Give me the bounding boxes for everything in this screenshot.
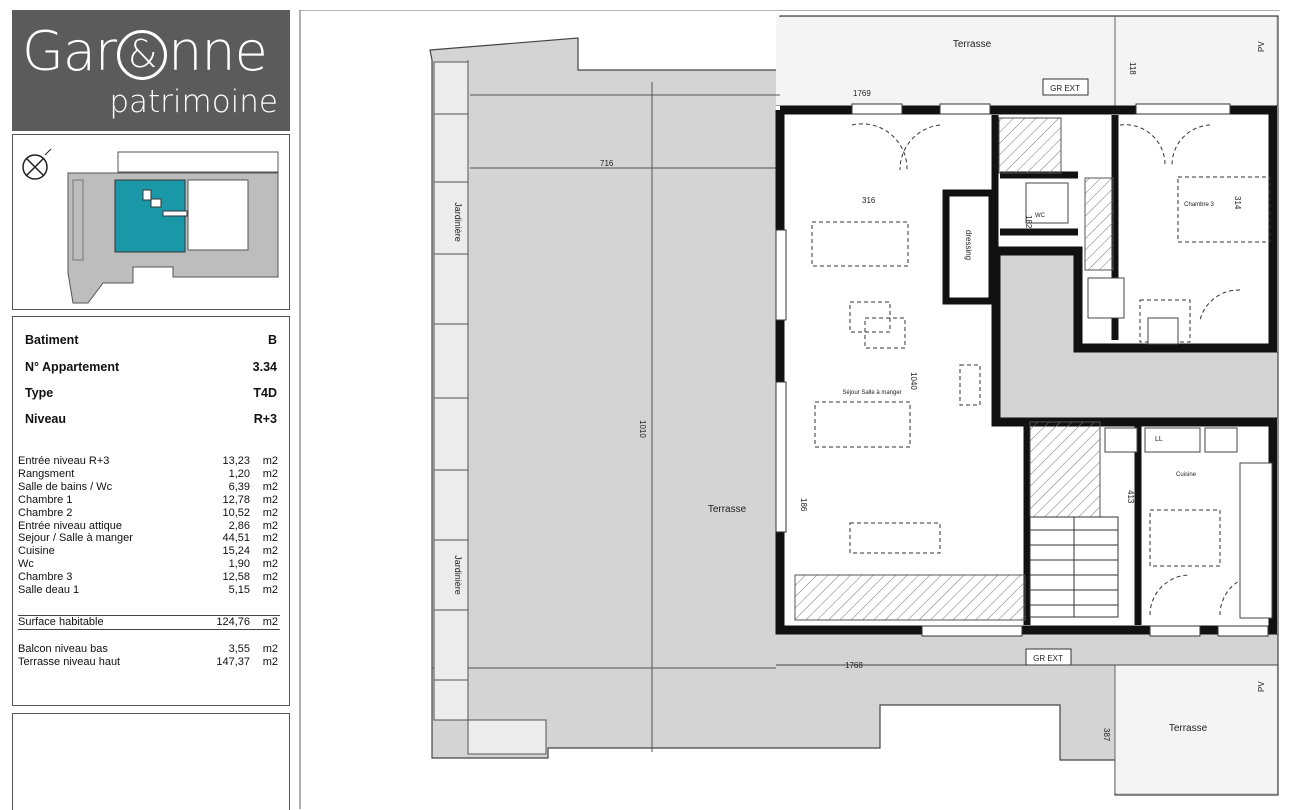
surface-value: 44,51 (222, 532, 250, 545)
surface-value: 15,24 (222, 545, 250, 558)
surface-value: 13,23 (222, 455, 250, 467)
surface-value: 1,20 (228, 467, 250, 480)
surface-value: 2,86 (228, 519, 250, 532)
surface-label: Chambre 2 (18, 506, 73, 519)
terrace-top-label: Terrasse (953, 39, 992, 50)
bottom-panel (12, 713, 290, 810)
surface-label: Rangsment (18, 467, 75, 480)
surface-label: Cuisine (18, 545, 55, 558)
logo-subtitle: patrimoine (109, 84, 278, 120)
logo-brand-left: Gar (22, 20, 117, 83)
pv-top-label: PV (1257, 41, 1266, 52)
gr-ext-top: GR EXT (1042, 78, 1089, 96)
surface-label: Sejour / Salle à manger (18, 532, 133, 545)
dimension-1768: 1768 (845, 661, 863, 670)
surface-unit: m2 (262, 571, 278, 584)
dimension-1769: 1769 (853, 89, 871, 98)
exterior-surface-label: Terrasse niveau haut (18, 655, 121, 668)
surface-unit: m2 (262, 519, 278, 532)
surface-unit: m2 (262, 493, 278, 506)
dimension-413: 413 (1126, 490, 1135, 504)
surface-row: Salle deau 1 5,15 m2 (18, 584, 278, 597)
compass-rose-icon (22, 148, 52, 180)
sejour-label: Séjour Salle à manger (842, 390, 901, 396)
exterior-surface-unit: m2 (262, 643, 278, 655)
dimension-182: 182 (1024, 215, 1033, 229)
surface-label: Chambre 3 (18, 571, 73, 584)
surface-unit: m2 (262, 506, 278, 519)
surface-row: Entrée niveau R+3 13,23 m2 (18, 455, 278, 468)
divider (18, 629, 280, 630)
surface-label: Salle de bains / Wc (18, 480, 113, 493)
apartment-info-panel: Batiment B N° Appartement 3.34 Type T4D … (12, 316, 290, 706)
divider (18, 615, 280, 616)
dimension-1040: 1040 (909, 372, 918, 390)
surface-habitable-row: Surface habitable 124,76 m2 (18, 616, 278, 628)
surface-unit: m2 (262, 584, 278, 596)
dimension-716: 716 (600, 159, 614, 168)
ll-label: LL (1155, 436, 1163, 443)
svg-text:GR EXT: GR EXT (1050, 84, 1080, 93)
dimension-314: 314 (1233, 196, 1242, 210)
surface-row: Chambre 1 12,78 m2 (18, 494, 278, 507)
exterior-surface-row: Balcon niveau bas 3,55 m2 (18, 643, 278, 656)
key-plan (12, 134, 290, 310)
surface-value: 12,58 (222, 571, 250, 584)
wc-label: WC (1035, 213, 1046, 219)
exterior-surface-row: Terrasse niveau haut 147,37 m2 (18, 656, 278, 669)
surface-value: 5,15 (228, 584, 250, 596)
dimension-316: 316 (862, 196, 876, 205)
surface-value: 12,78 (222, 493, 250, 506)
surface-unit: m2 (262, 545, 278, 558)
chambre-label: Chambre 3 (1184, 202, 1214, 208)
staircase (1029, 516, 1119, 618)
surface-label: Salle deau 1 (18, 584, 80, 596)
floor-plan: Terrasse Terrasse Terrasse PV PV Jardini… (298, 10, 1312, 809)
surface-label: Entrée niveau attique (18, 519, 122, 532)
company-logo: Gar&nne patrimoine (12, 10, 290, 131)
surface-row: Chambre 2 10,52 m2 (18, 507, 278, 520)
surface-label: Entrée niveau R+3 (18, 455, 110, 467)
surface-row: Salle de bains / Wc 6,39 m2 (18, 481, 278, 494)
dressing-label: dressing (964, 230, 973, 260)
surface-value: 6,39 (228, 480, 250, 493)
exterior-surface-unit: m2 (262, 655, 278, 668)
dimension-387: 387 (1102, 728, 1111, 742)
surface-row: Entrée niveau attique 2,86 m2 (18, 520, 278, 533)
surface-row: Chambre 3 12,58 m2 (18, 571, 278, 584)
furniture (811, 123, 1271, 616)
dimension-186: 186 (799, 498, 808, 512)
svg-text:GR EXT: GR EXT (1033, 654, 1063, 663)
surface-value: 1,90 (228, 558, 250, 571)
apartment-interior (775, 103, 1278, 637)
surface-row: Sejour / Salle à manger 44,51 m2 (18, 532, 278, 545)
surface-label: Wc (18, 558, 34, 571)
exterior-surface-value: 147,37 (216, 655, 250, 668)
dimension-1010: 1010 (638, 420, 647, 438)
logo-brand-right: nne (168, 20, 268, 83)
surface-unit: m2 (262, 455, 278, 467)
gr-ext-bottom: GR EXT (1025, 648, 1072, 666)
jardiniere-label-1: Jardinière (453, 202, 463, 242)
cuisine-label: Cuisine (1176, 472, 1197, 478)
surface-unit: m2 (262, 467, 278, 480)
surface-row: Rangsment 1,20 m2 (18, 468, 278, 481)
terrace-main-label: Terrasse (708, 504, 747, 515)
exterior-surface-value: 3,55 (228, 643, 250, 655)
key-plan-building (67, 151, 279, 304)
jardiniere-label-2: Jardinière (453, 555, 463, 595)
surface-unit: m2 (262, 532, 278, 545)
logo-ampersand: & (117, 30, 168, 81)
surface-unit: m2 (262, 480, 278, 493)
dimension-118: 118 (1128, 62, 1137, 75)
surface-label: Chambre 1 (18, 493, 73, 506)
surface-row: Wc 1,90 m2 (18, 558, 278, 571)
surface-unit: m2 (262, 558, 278, 571)
exterior-surface-label: Balcon niveau bas (18, 643, 108, 655)
surface-row: Cuisine 15,24 m2 (18, 545, 278, 558)
terrace-bottom-label: Terrasse (1169, 723, 1208, 734)
surface-value: 10,52 (222, 506, 250, 519)
pv-bottom-label: PV (1257, 681, 1266, 692)
logo-brand: Gar&nne (22, 20, 268, 83)
